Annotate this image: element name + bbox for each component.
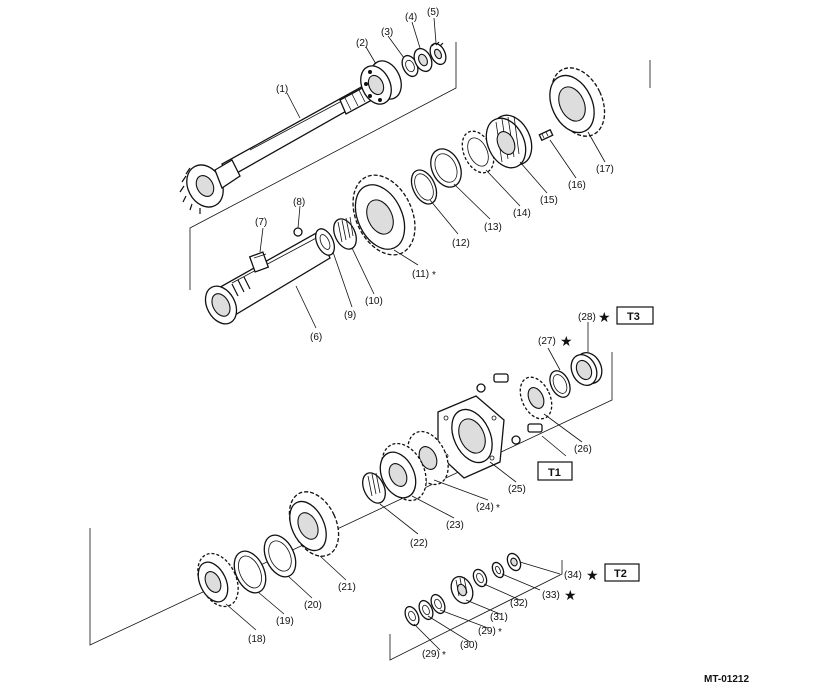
label-18: (18) (248, 634, 266, 645)
washer-30 (418, 599, 434, 621)
torque-box-t1: T1 (537, 461, 573, 481)
bearing-housing-25 (437, 395, 505, 479)
label-24: (24) (476, 502, 494, 513)
gear-18 (197, 552, 239, 608)
needle-bearing-9 (314, 228, 336, 256)
gear-21 (288, 491, 340, 557)
label-22: (22) (410, 538, 428, 549)
label-31: (31) (490, 612, 508, 623)
washer-33 (491, 561, 505, 579)
snap-ring-12 (410, 169, 438, 205)
label-1: (1) (276, 84, 288, 95)
middle-group-frame (89, 352, 613, 646)
label-8: (8) (293, 197, 305, 208)
ball-8 (293, 227, 303, 237)
drive-pinion-shaft (179, 79, 381, 214)
gear-11 (352, 174, 416, 256)
label-16: (16) (568, 180, 586, 191)
label-2: (2) (356, 38, 368, 49)
lock-nut-4 (413, 47, 433, 73)
snap-ring-27 (549, 370, 571, 398)
label-33: (33) (542, 590, 560, 601)
driven-shaft (204, 231, 331, 325)
label-3: (3) (381, 27, 393, 38)
callout-labels: (1) (2) (3) (4) (5) (6) (7) (8) (9) (10)… (248, 7, 614, 661)
svg-text:T2: T2 (614, 568, 627, 580)
label-12: (12) (452, 238, 470, 249)
diagram-code: MT-01212 (704, 674, 749, 685)
label-28: (28) (578, 312, 596, 323)
label-30: (30) (460, 640, 478, 651)
label-11: (11) (412, 269, 429, 280)
label-9: (9) (344, 310, 356, 321)
label-15: (15) (540, 195, 558, 206)
label-33-star: ★ (564, 588, 577, 604)
torque-box-t2: T2 (604, 563, 640, 582)
label-11-asterisk: * (432, 270, 436, 281)
snap-ring-19 (233, 550, 267, 594)
label-29-lower: (29) (422, 649, 440, 660)
label-27-star: ★ (560, 334, 573, 350)
frame-lines (89, 42, 651, 661)
shifting-insert-16 (538, 128, 554, 142)
lower-group-frame (389, 560, 563, 661)
gear-26 (519, 376, 553, 420)
leader-lines (225, 17, 606, 651)
label-17: (17) (596, 164, 614, 175)
oil-seal-28 (570, 351, 603, 387)
label-32: (32) (510, 598, 528, 609)
torque-box-t3: T3 (616, 306, 654, 325)
label-14: (14) (513, 208, 531, 219)
label-29-lower-asterisk: * (442, 650, 446, 661)
label-10: (10) (365, 296, 383, 307)
label-26: (26) (574, 444, 592, 455)
label-4: (4) (405, 12, 417, 23)
label-28-star: ★ (598, 310, 611, 326)
label-27: (27) (538, 336, 556, 347)
bolt-lower (511, 423, 543, 445)
synchro-cone-14 (461, 130, 495, 174)
spacer-32 (472, 568, 488, 588)
label-34-star: ★ (586, 568, 599, 584)
label-19: (19) (276, 616, 294, 627)
washer-29-upper (430, 593, 446, 615)
bolt-upper (476, 373, 509, 393)
label-29-upper-asterisk: * (498, 627, 502, 638)
upper-group-frame (189, 42, 457, 290)
needle-bearing-22 (362, 472, 386, 504)
label-34: (34) (564, 570, 582, 581)
ball-bearing (360, 60, 402, 105)
label-5: (5) (427, 7, 439, 18)
lock-nut-34 (506, 552, 522, 572)
label-21: (21) (338, 582, 356, 593)
svg-text:T3: T3 (627, 311, 640, 323)
label-13: (13) (484, 222, 502, 233)
label-25: (25) (508, 484, 526, 495)
synchro-ring-20 (263, 534, 297, 578)
synchro-hub-15 (485, 114, 533, 169)
label-24-asterisk: * (496, 503, 500, 514)
label-29-upper: (29) (478, 626, 496, 637)
coupling-sleeve-17 (549, 67, 606, 137)
label-7: (7) (255, 217, 267, 228)
label-23: (23) (446, 520, 464, 531)
lock-nut-5 (429, 41, 447, 66)
synchro-ring-13 (430, 148, 462, 188)
gear-23 (379, 442, 427, 502)
label-20: (20) (304, 600, 322, 611)
needle-bearing-10 (333, 216, 357, 250)
washer-29-lower (404, 605, 420, 627)
roller-bearing-31 (450, 575, 474, 605)
label-6: (6) (310, 332, 322, 343)
key-7 (248, 251, 270, 273)
svg-text:T1: T1 (548, 467, 561, 479)
